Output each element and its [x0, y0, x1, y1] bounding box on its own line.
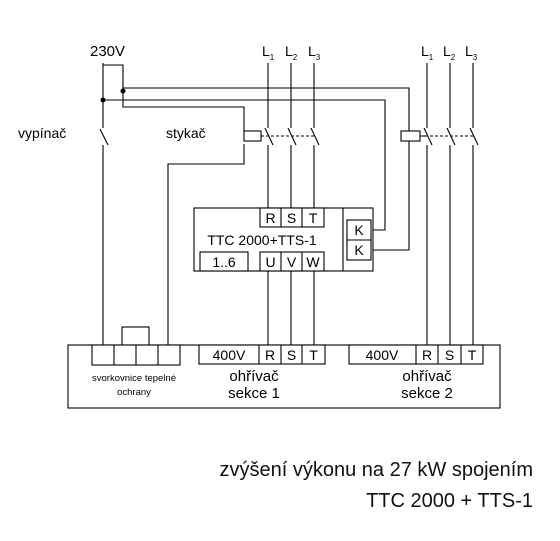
- section2-term-s: S: [445, 347, 454, 363]
- controller-input-r: R: [265, 210, 275, 226]
- caption-line-2: TTC 2000 + TTS-1: [366, 490, 533, 512]
- svg-text:L3: L3: [465, 43, 478, 62]
- section2-name-2: sekce 2: [401, 385, 453, 402]
- svg-text:L3: L3: [308, 43, 321, 62]
- svg-text:L1: L1: [262, 43, 275, 62]
- phase-labels-group-2: L1 L2 L3: [421, 43, 478, 62]
- switch-label: vypínač: [18, 125, 66, 141]
- section2-term-t: T: [468, 347, 477, 363]
- boiler-block: svorkovnice tepelné ochrany 400V R S T o…: [67, 326, 501, 409]
- controller-contact-k2: K: [354, 242, 364, 258]
- svg-text:L1: L1: [421, 43, 434, 62]
- controller-output-u: U: [265, 254, 275, 270]
- controller-input-t: T: [309, 210, 318, 226]
- junction-dots: [100, 88, 126, 103]
- controller-output-w: W: [306, 254, 320, 270]
- controller-title: TTC 2000+TTS-1: [207, 232, 317, 248]
- section1-name-1: ohřívač: [229, 368, 279, 385]
- supply-230v-label: 230V: [90, 43, 125, 60]
- terminal-block-label-2: ochrany: [117, 387, 151, 398]
- section1-term-r: R: [265, 347, 275, 363]
- wires: [99, 63, 479, 345]
- section2-name-1: ohřívač: [402, 368, 452, 385]
- controller-contact-k1: K: [354, 222, 364, 238]
- phase-labels-group-1: L1 L2 L3: [262, 43, 321, 62]
- contactor-coil-1: [243, 130, 262, 142]
- svg-text:L2: L2: [443, 43, 456, 62]
- svg-text:L2: L2: [285, 43, 298, 62]
- section1-term-s: S: [287, 347, 296, 363]
- terminal-block-label-1: svorkovnice tepelné: [92, 373, 176, 384]
- section2-voltage: 400V: [366, 347, 399, 363]
- caption-line-1: zvýšení výkonu na 27 kW spojením: [220, 459, 533, 481]
- section1-term-t: T: [309, 347, 318, 363]
- controller-unit: R S T TTC 2000+TTS-1 1..6 U V W K K: [193, 207, 374, 272]
- controller-output-v: V: [287, 254, 297, 270]
- section1-voltage: 400V: [213, 347, 246, 363]
- section1-name-2: sekce 1: [228, 385, 280, 402]
- section2-term-r: R: [422, 347, 432, 363]
- controller-input-s: S: [287, 210, 296, 226]
- contactor-coil-2: [400, 130, 421, 142]
- controller-range: 1..6: [212, 254, 236, 270]
- contactor-label: stykač: [166, 125, 206, 141]
